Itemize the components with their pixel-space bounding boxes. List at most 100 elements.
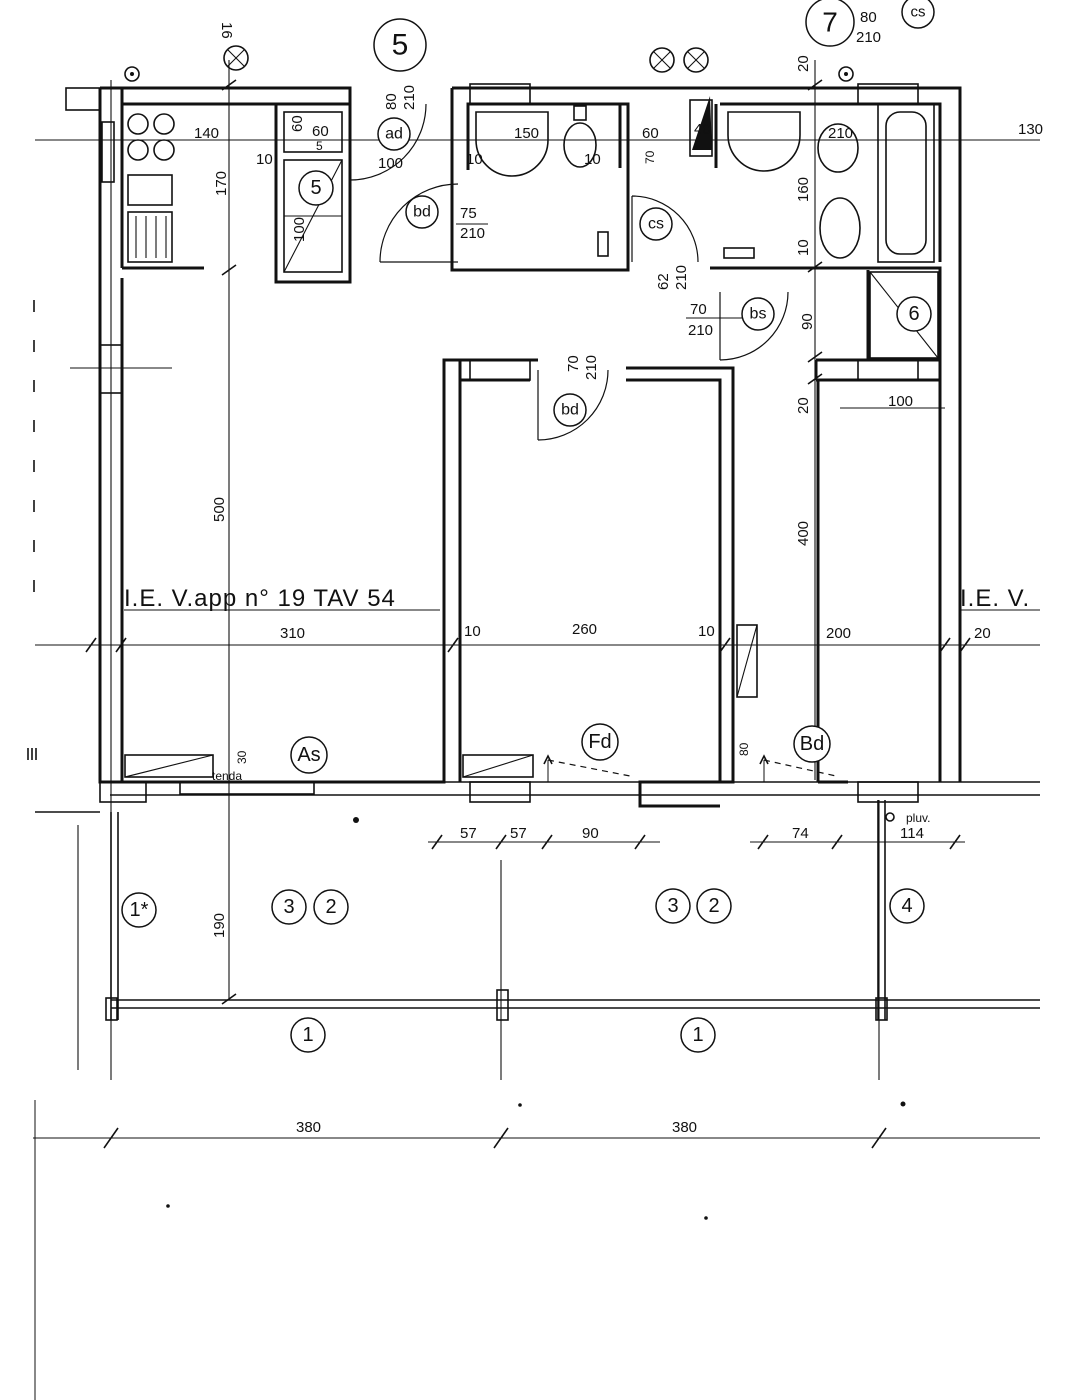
doors — [349, 103, 837, 782]
svg-text:5: 5 — [316, 139, 323, 153]
svg-text:310: 310 — [280, 625, 305, 642]
room-bubbles: 5 7 cs 5 6 ad bd cs — [121, 0, 935, 1053]
svg-text:Bd: Bd — [800, 733, 824, 755]
svg-text:3: 3 — [283, 896, 294, 918]
svg-text:10: 10 — [256, 151, 273, 168]
svg-text:5: 5 — [310, 177, 321, 199]
stray-dots — [166, 817, 906, 1220]
svg-text:10: 10 — [464, 623, 481, 640]
svg-text:190: 190 — [211, 913, 228, 938]
svg-text:400: 400 — [795, 521, 812, 546]
svg-text:60: 60 — [289, 115, 306, 132]
svg-text:pluv.: pluv. — [906, 811, 930, 825]
bubble-terrace-2a: 2 — [313, 889, 349, 925]
svg-text:57: 57 — [510, 825, 527, 842]
plan-label: I.E. V.app n° 19 TAV 54 — [124, 585, 396, 612]
svg-text:70: 70 — [565, 355, 582, 372]
svg-text:16: 16 — [218, 22, 235, 39]
svg-text:30: 30 — [235, 750, 249, 764]
bubble-cs-hall: cs — [639, 207, 673, 241]
svg-text:74: 74 — [792, 825, 809, 842]
svg-text:90: 90 — [582, 825, 599, 842]
bubble-top-5: 5 — [373, 18, 427, 72]
svg-text:170: 170 — [213, 171, 230, 196]
svg-text:7: 7 — [822, 7, 838, 38]
svg-text:2: 2 — [325, 896, 336, 918]
svg-text:500: 500 — [211, 497, 228, 522]
svg-text:57: 57 — [460, 825, 477, 842]
svg-text:210: 210 — [460, 225, 485, 242]
walls — [35, 83, 1040, 813]
svg-text:bs: bs — [750, 306, 767, 323]
svg-text:ad: ad — [385, 126, 403, 143]
svg-text:70: 70 — [643, 150, 657, 164]
plan-label-right: I.E. V. — [960, 585, 1030, 612]
svg-text:140: 140 — [194, 125, 219, 142]
bubble-as-living: As — [290, 736, 328, 774]
svg-text:80: 80 — [737, 742, 751, 756]
svg-text:10: 10 — [698, 623, 715, 640]
bubble-bd-bath: bd — [405, 195, 439, 229]
bubble-terrace-3b: 3 — [655, 888, 691, 924]
svg-text:cs: cs — [648, 216, 664, 233]
svg-text:As: As — [297, 744, 320, 766]
svg-text:150: 150 — [514, 125, 539, 142]
svg-text:10: 10 — [584, 151, 601, 168]
bubble-cabinet-5: 5 — [298, 170, 334, 206]
bubble-cabinet-6: 6 — [896, 296, 932, 332]
bubble-terrace-2b: 2 — [696, 888, 732, 924]
door-specs: 80 210 100 75 210 62 210 70 210 70 210 8… — [378, 9, 881, 380]
svg-text:200: 200 — [826, 625, 851, 642]
bubble-terrace-4: 4 — [889, 888, 925, 924]
svg-text:10: 10 — [795, 239, 812, 256]
bubble-rail-1a: 1 — [290, 1017, 326, 1053]
dimension-labels: 16 140 60 60 5 150 60 40 210 130 10 10 1… — [194, 22, 1043, 1136]
svg-text:380: 380 — [296, 1119, 321, 1136]
svg-text:80: 80 — [860, 9, 877, 26]
svg-text:60: 60 — [312, 123, 329, 140]
bubble-top-7: 7 — [805, 0, 855, 47]
svg-text:100: 100 — [888, 393, 913, 410]
svg-text:1: 1 — [302, 1024, 313, 1046]
svg-text:20: 20 — [795, 55, 812, 72]
svg-text:90: 90 — [799, 313, 816, 330]
bubble-fd-bedroom: Fd — [581, 723, 619, 761]
svg-text:tenda: tenda — [212, 769, 242, 783]
svg-text:4: 4 — [901, 895, 912, 917]
svg-text:260: 260 — [572, 621, 597, 638]
bathroom-fixtures — [475, 96, 939, 359]
bubble-terrace-1star: 1* — [121, 892, 157, 928]
bubble-bs-hall: bs — [741, 297, 775, 331]
svg-text:40: 40 — [694, 121, 711, 138]
svg-text:bd: bd — [561, 402, 579, 419]
bubble-bd-bedroom: bd — [553, 393, 587, 427]
svg-text:2: 2 — [708, 895, 719, 917]
svg-text:130: 130 — [1018, 121, 1043, 138]
svg-text:20: 20 — [974, 625, 991, 642]
svg-text:380: 380 — [672, 1119, 697, 1136]
svg-text:210: 210 — [688, 322, 713, 339]
svg-text:210: 210 — [828, 125, 853, 142]
windows — [124, 624, 758, 795]
svg-text:cs: cs — [911, 4, 926, 21]
bubble-terrace-3a: 3 — [271, 889, 307, 925]
svg-text:10: 10 — [466, 151, 483, 168]
svg-text:62: 62 — [655, 273, 672, 290]
plan-labels: I.E. V.app n° 19 TAV 54 I.E. V. — [124, 585, 1040, 612]
light-fixtures — [124, 45, 854, 82]
svg-text:75: 75 — [460, 205, 477, 222]
bubble-ad: ad — [377, 117, 411, 151]
svg-text:3: 3 — [667, 895, 678, 917]
svg-text:20: 20 — [795, 397, 812, 414]
svg-text:bd: bd — [413, 204, 431, 221]
structural-axes — [35, 60, 1040, 1080]
svg-text:60: 60 — [642, 125, 659, 142]
svg-text:6: 6 — [908, 303, 919, 325]
svg-text:210: 210 — [401, 85, 418, 110]
svg-text:Fd: Fd — [588, 731, 611, 753]
dimension-lines — [33, 79, 1040, 1400]
svg-text:1*: 1* — [130, 899, 149, 921]
svg-text:70: 70 — [690, 301, 707, 318]
svg-text:160: 160 — [795, 177, 812, 202]
